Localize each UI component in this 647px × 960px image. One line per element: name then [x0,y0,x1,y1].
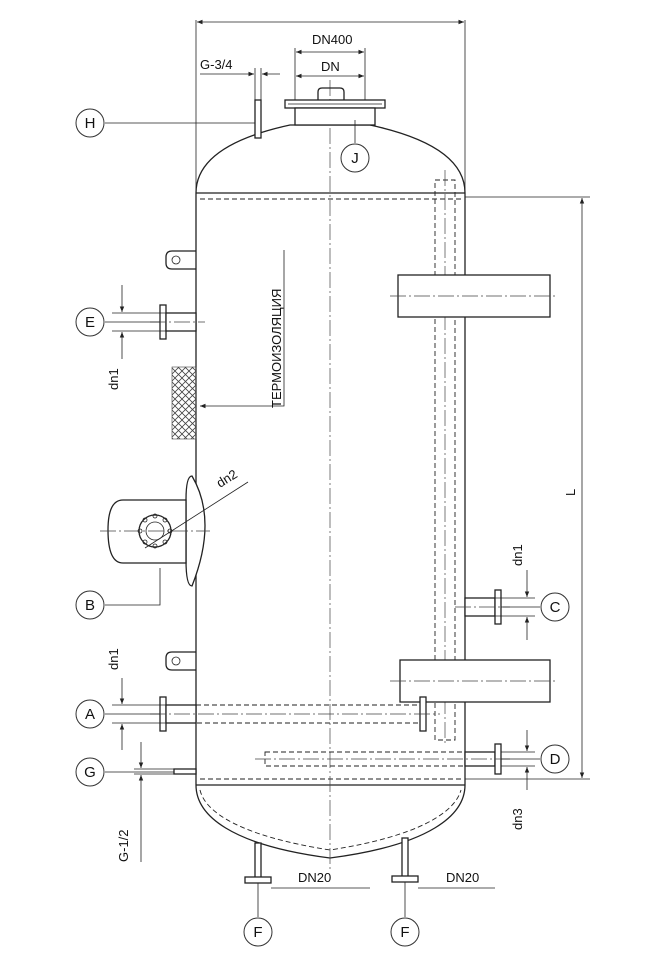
dn3-d-label: dn3 [510,808,525,830]
right-upper-nozzle [390,274,558,318]
marker-h: H [75,108,105,138]
svg-text:G: G [84,764,96,781]
drain-right-label: DN20 [446,870,479,885]
marker-e: E [75,307,105,337]
svg-text:F: F [253,924,262,941]
upper-lug [165,250,196,270]
g12-label: G-1/2 [116,829,131,862]
internal-vertical-pipe [434,170,456,745]
dimension-g34 [200,68,280,100]
manhole-dn-label: DN [321,59,340,74]
flange-b [100,475,249,587]
fitting-g [173,768,197,775]
svg-text:A: A [85,706,95,723]
dn400-label: DN400 [312,32,352,47]
svg-text:C: C [550,599,561,616]
right-lower-nozzle [390,659,558,703]
insulation-leader [200,250,285,409]
marker-d: D [540,744,570,774]
top-fitting [254,99,262,139]
marker-f-right: F [390,917,420,947]
drain-left-label: DN20 [298,870,331,885]
nozzle-c [455,589,510,625]
dimension-length [465,196,590,780]
svg-text:D: D [550,751,561,768]
svg-text:B: B [85,597,95,614]
dimension-a [112,678,166,750]
svg-text:F: F [400,924,409,941]
nozzle-a [150,696,440,732]
dimension-d [501,730,535,790]
dimension-c [495,570,535,640]
dn2-label: dn2 [214,466,240,490]
marker-c: C [540,592,570,622]
marker-a: A [75,699,105,729]
marker-f-left: F [243,917,273,947]
dimension-dn400 [195,19,466,190]
dimension-g12 [134,742,174,862]
insulation-label: ТЕРМОИЗОЛЯЦИЯ [269,289,284,408]
dn1-c-label: dn1 [510,544,525,566]
length-label: L [563,489,578,496]
svg-text:H: H [85,115,96,132]
leader-b [105,568,161,606]
dn1-e-label: dn1 [106,368,121,390]
manhole [284,87,386,126]
svg-text:E: E [85,314,95,331]
marker-j: J [340,143,370,173]
dn1-a-label: dn1 [106,648,121,670]
dimension-e [112,285,166,359]
insulation-hatch [171,366,197,440]
g34-label: G-3/4 [200,57,233,72]
svg-text:J: J [351,150,359,167]
drain-left [244,842,272,884]
lower-lug [165,651,196,671]
nozzle-d [255,743,510,775]
dimension-manhole [294,48,366,100]
tank-body [195,124,466,859]
marker-g: G [75,757,105,787]
marker-b: B [75,590,105,620]
